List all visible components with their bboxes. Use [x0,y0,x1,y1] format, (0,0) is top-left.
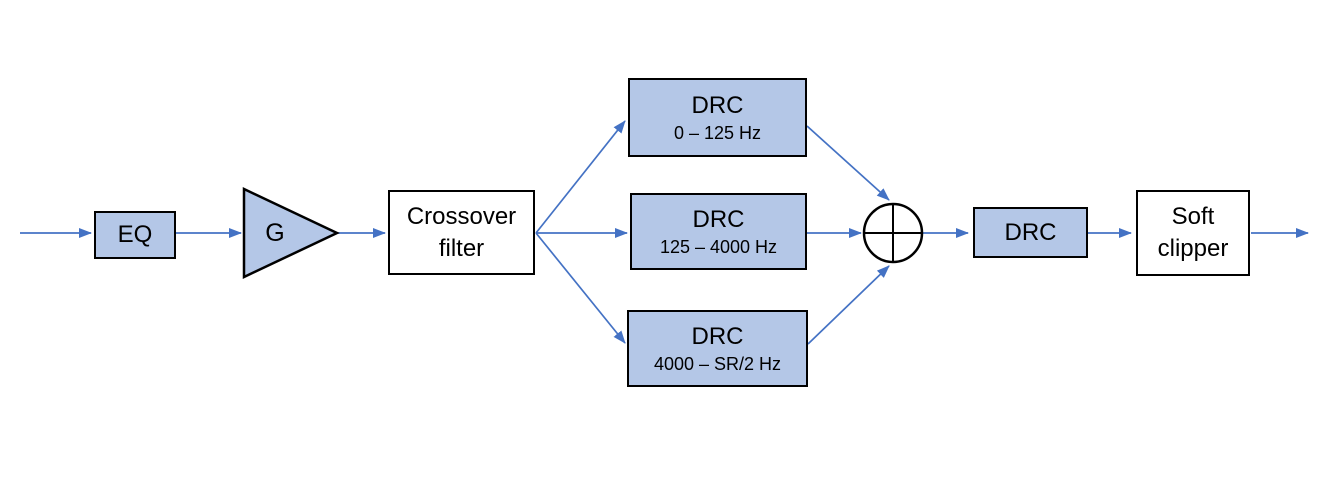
drc-low-band-block: DRC 0 – 125 Hz [628,78,807,157]
gain-triangle [242,187,340,279]
summing-junction-icon [862,202,924,264]
crossover-to-drc-high-arrow [535,232,626,344]
gain-label: G [265,218,285,247]
drc-low-range: 0 – 125 Hz [673,123,762,144]
drc-high-to-sum-arrow [807,265,890,345]
crossover-filter-label: Crossover filter [406,202,517,262]
drc-post-block: DRC [973,207,1088,258]
drc-high-label: DRC [691,323,744,351]
eq-label: EQ [117,221,153,249]
soft-clipper-block: Soft clipper [1136,190,1250,276]
drc-mid-band-block: DRC 125 – 4000 Hz [630,193,807,270]
crossover-filter-block: Crossover filter [388,190,535,275]
drc-high-band-block: DRC 4000 – SR/2 Hz [627,310,808,387]
drc-low-to-sum-arrow [806,125,890,201]
drc-mid-range: 125 – 4000 Hz [659,237,778,258]
soft-clipper-label: Soft clipper [1157,203,1229,262]
crossover-to-drc-low-arrow [535,120,626,234]
drc-mid-label: DRC [692,206,745,234]
drc-high-range: 4000 – SR/2 Hz [653,354,782,375]
eq-block: EQ [94,211,176,259]
drc-low-label: DRC [691,92,744,120]
drc-post-label: DRC [1004,218,1057,246]
